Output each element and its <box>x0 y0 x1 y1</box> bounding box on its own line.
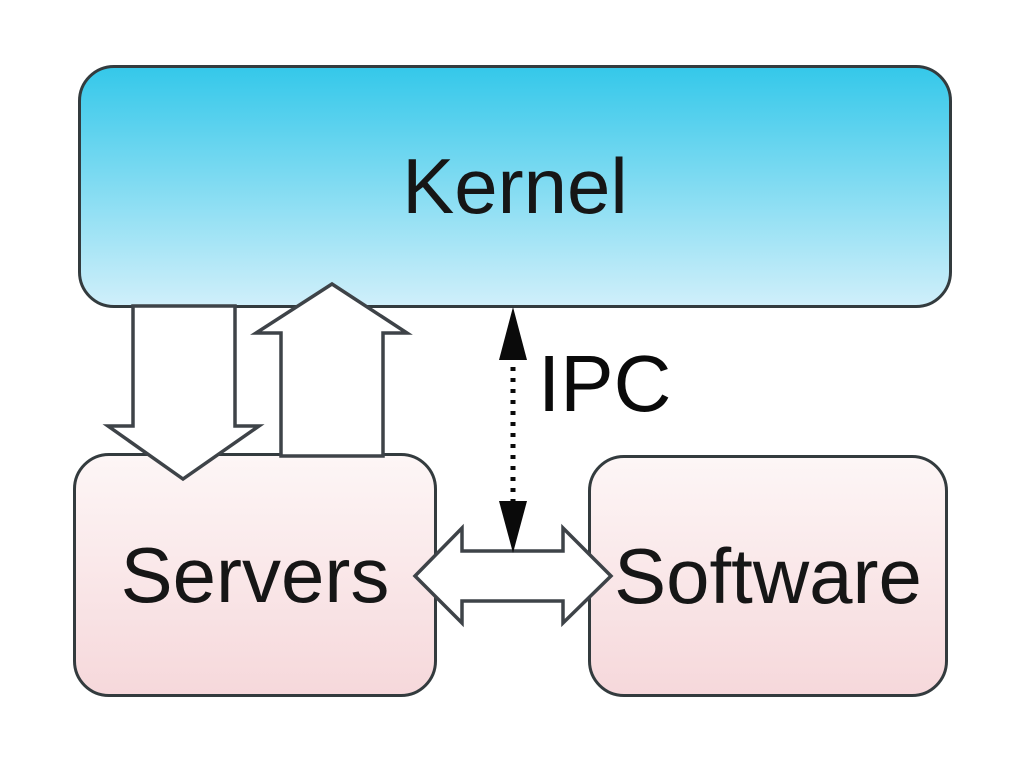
ipc-arrowhead-down <box>499 501 527 553</box>
node-servers-label: Servers <box>120 530 390 619</box>
kernel-to-servers-arrow <box>102 304 265 482</box>
ipc-arrowhead-up <box>499 307 527 360</box>
servers-to-kernel-arrow <box>250 281 413 458</box>
node-servers: Servers <box>73 453 437 697</box>
ipc-edge-label: IPC <box>538 339 672 428</box>
ipc-dotted-arrow <box>499 307 527 553</box>
servers-software-double-arrow <box>412 523 614 628</box>
node-software-label: Software <box>614 531 922 620</box>
node-software: Software <box>588 455 948 697</box>
node-kernel-label: Kernel <box>402 142 628 230</box>
node-kernel: Kernel <box>78 65 952 308</box>
